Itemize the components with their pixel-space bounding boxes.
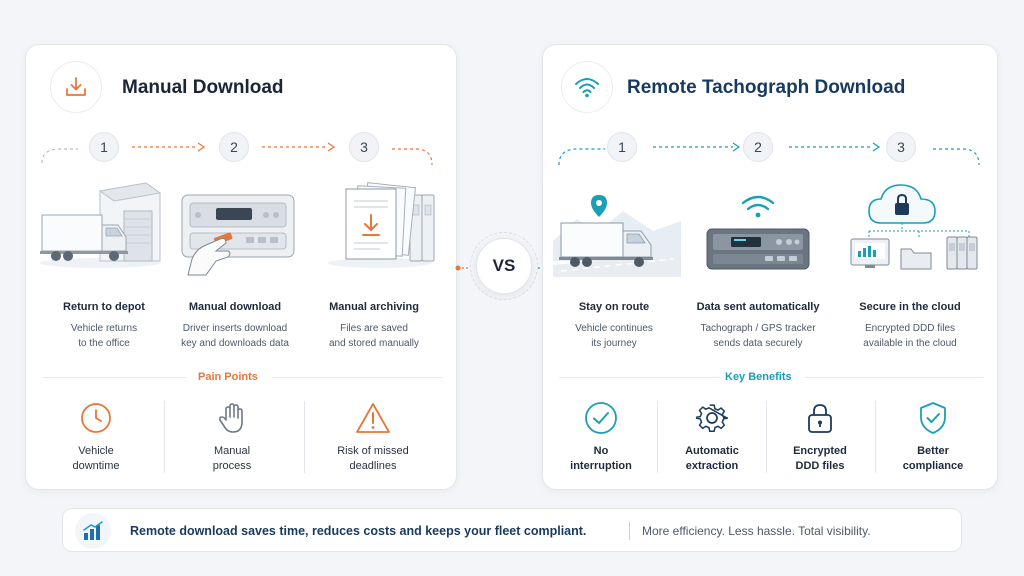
check-circle-icon xyxy=(583,400,619,436)
pain-points-rule-left xyxy=(42,377,186,378)
cloud-lock-illustration xyxy=(850,184,978,270)
hand-inserting-key-illustration xyxy=(181,194,295,276)
shield-check-icon xyxy=(915,400,951,436)
paper-files-illustration xyxy=(328,182,435,268)
vs-ring xyxy=(470,232,538,300)
footer-separator xyxy=(629,522,630,540)
key-benefits-rule-left xyxy=(559,377,719,378)
remote-step-1-label: Stay on route xyxy=(578,301,650,313)
vs-badge: VS xyxy=(476,238,532,294)
remote-step-3-label: Secure in the cloud xyxy=(859,301,961,313)
benefit-divider-2 xyxy=(766,401,767,473)
remote-panel-title: Remote Tachograph Download xyxy=(627,77,906,98)
key-benefits-heading: Key Benefits xyxy=(725,371,792,383)
remote-step-2-number: 2 xyxy=(743,132,773,162)
manual-step-2-label: Manual download xyxy=(188,301,282,313)
manual-download-panel: Manual Download 1 2 3 xyxy=(25,44,457,490)
hand-icon xyxy=(214,400,250,436)
bar-chart-icon xyxy=(75,513,111,549)
tachograph-wifi-illustration xyxy=(706,195,810,270)
benefit-divider-3 xyxy=(875,401,876,473)
clock-icon xyxy=(78,400,114,436)
warning-icon xyxy=(355,400,391,436)
remote-download-panel: Remote Tachograph Download 1 2 3 xyxy=(542,44,998,490)
truck-on-road-illustration xyxy=(553,195,681,277)
manual-step-1-label: Return to depot xyxy=(63,301,145,313)
pain-points-rule-right xyxy=(272,377,442,378)
depot-truck-illustration xyxy=(40,182,162,268)
key-benefits-rule-right xyxy=(805,377,983,378)
footer-main-message: Remote download saves time, reduces cost… xyxy=(130,524,587,538)
download-tray-icon xyxy=(50,61,102,113)
footer-banner: Remote download saves time, reduces cost… xyxy=(62,508,962,552)
pain-divider-2 xyxy=(304,401,305,473)
footer-tagline: More efficiency. Less hassle. Total visi… xyxy=(642,524,871,538)
manual-step-1-number: 1 xyxy=(89,132,119,162)
manual-step-2-number: 2 xyxy=(219,132,249,162)
gear-icon xyxy=(694,400,730,436)
wifi-icon xyxy=(561,61,613,113)
remote-step-3-number: 3 xyxy=(886,132,916,162)
remote-step-1-number: 1 xyxy=(607,132,637,162)
padlock-icon xyxy=(802,400,838,436)
benefit-divider-1 xyxy=(657,401,658,473)
manual-step-3-label: Manual archiving xyxy=(329,301,419,313)
pain-points-heading: Pain Points xyxy=(198,371,258,383)
manual-step-3-number: 3 xyxy=(349,132,379,162)
remote-step-2-label: Data sent automatically xyxy=(696,301,820,313)
pain-divider-1 xyxy=(164,401,165,473)
manual-panel-title: Manual Download xyxy=(122,77,284,98)
